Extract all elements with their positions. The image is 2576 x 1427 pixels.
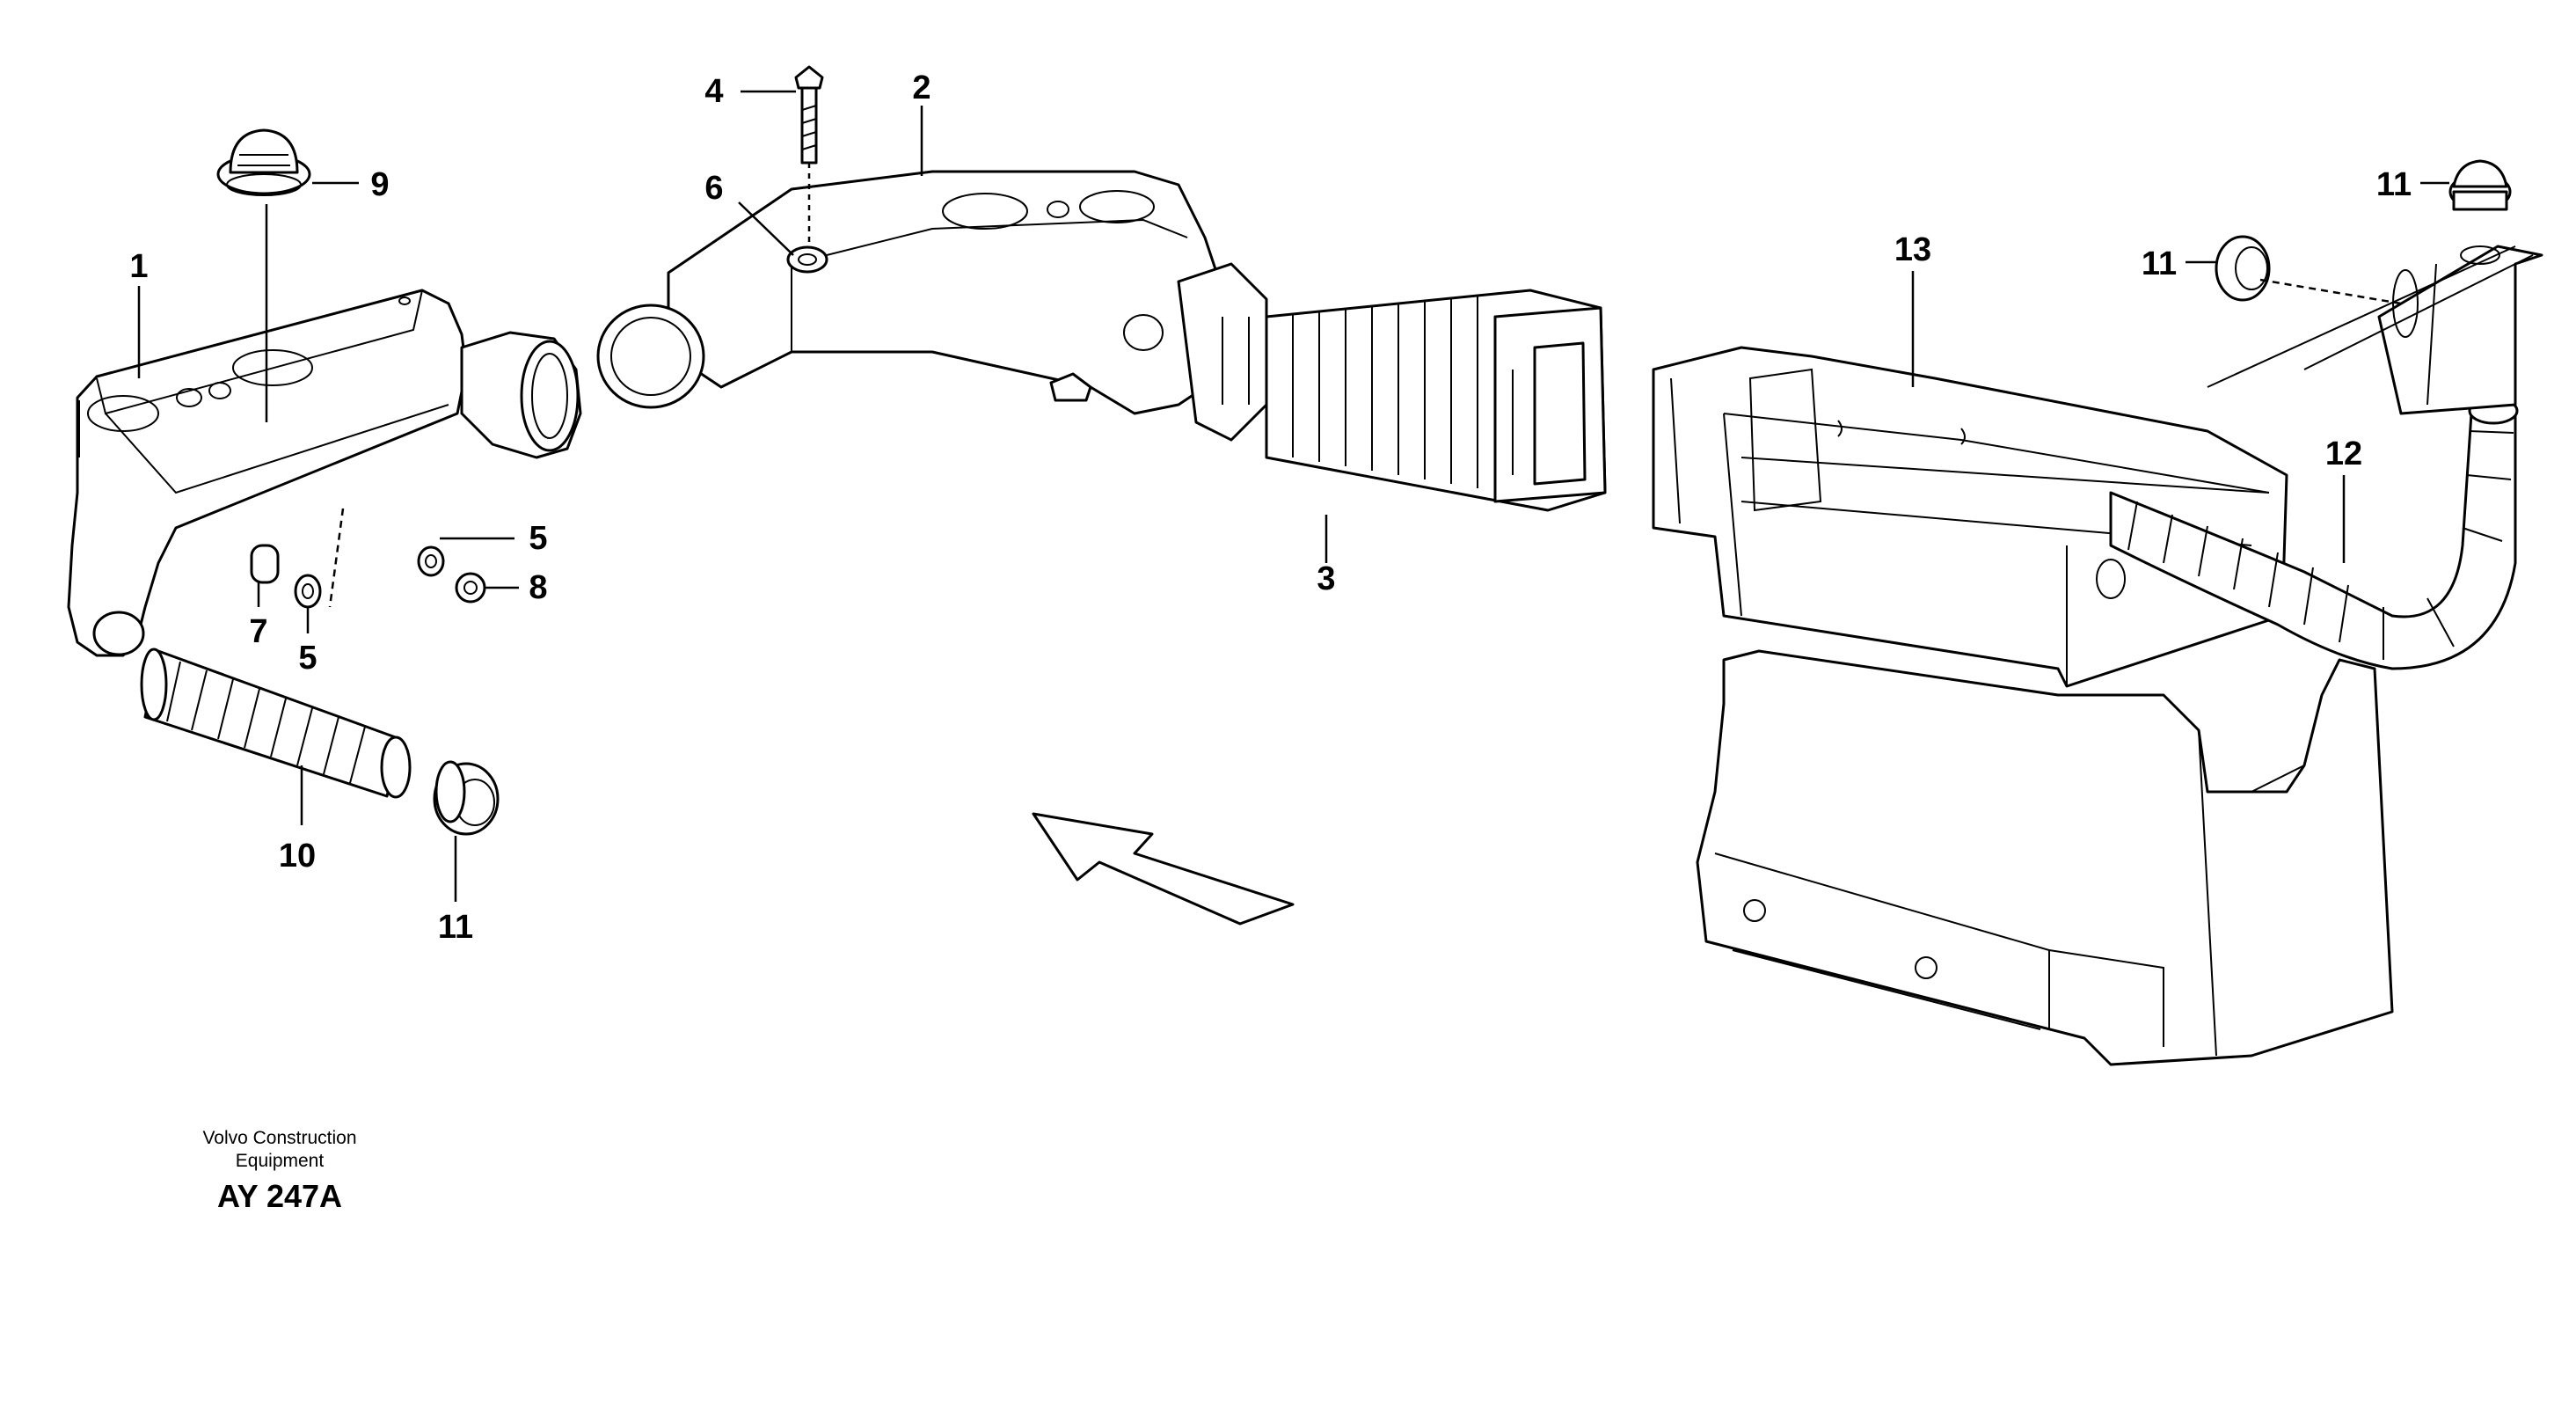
- callout-13: 13: [1894, 231, 1931, 268]
- direction-arrow: [1032, 812, 1295, 926]
- callout-2: 2: [912, 70, 930, 106]
- part-7-bushing: [250, 544, 280, 584]
- credit-line-2: Equipment: [236, 1151, 325, 1171]
- part-10-corrugated-hose: [140, 648, 412, 799]
- leader-lines: [137, 90, 2449, 902]
- figure-code: AY 247A: [217, 1178, 342, 1214]
- callout-7: 7: [249, 613, 267, 650]
- part-2-upper-duct: [596, 170, 1268, 442]
- callout-11-top-right: 11: [2376, 166, 2412, 203]
- callout-3: 3: [1317, 560, 1335, 597]
- callout-9: 9: [370, 166, 389, 203]
- part-8-nut: [455, 572, 486, 604]
- part-4-bolt: [794, 65, 824, 165]
- part-11-vent-housing: [2207, 245, 2543, 415]
- part-5-washer-upper: [417, 545, 445, 577]
- callout-10: 10: [279, 838, 316, 874]
- part-6-nut: [786, 245, 828, 274]
- part-1-air-duct: [67, 289, 582, 657]
- callout-5-lower: 5: [298, 640, 317, 677]
- part-11-vent-cap-top: [2448, 159, 2512, 211]
- callout-8: 8: [529, 569, 547, 606]
- part-11-grommet-left: [433, 760, 500, 836]
- part-3-bellows: [1265, 289, 1607, 512]
- part-9-cap: [216, 128, 311, 196]
- part-5-washer-lower: [294, 574, 322, 609]
- callout-4: 4: [704, 73, 723, 110]
- callout-12: 12: [2325, 435, 2362, 472]
- callout-1: 1: [129, 248, 148, 285]
- part-11-vent-grommet: [2215, 235, 2271, 302]
- credit-line-1: Volvo Construction: [202, 1128, 356, 1148]
- callout-6: 6: [704, 170, 723, 207]
- callout-11-left: 11: [438, 909, 473, 946]
- callout-5-upper: 5: [529, 520, 547, 557]
- part-13-heater-box: [1652, 346, 2394, 1066]
- callout-11-grommet-right: 11: [2142, 245, 2177, 282]
